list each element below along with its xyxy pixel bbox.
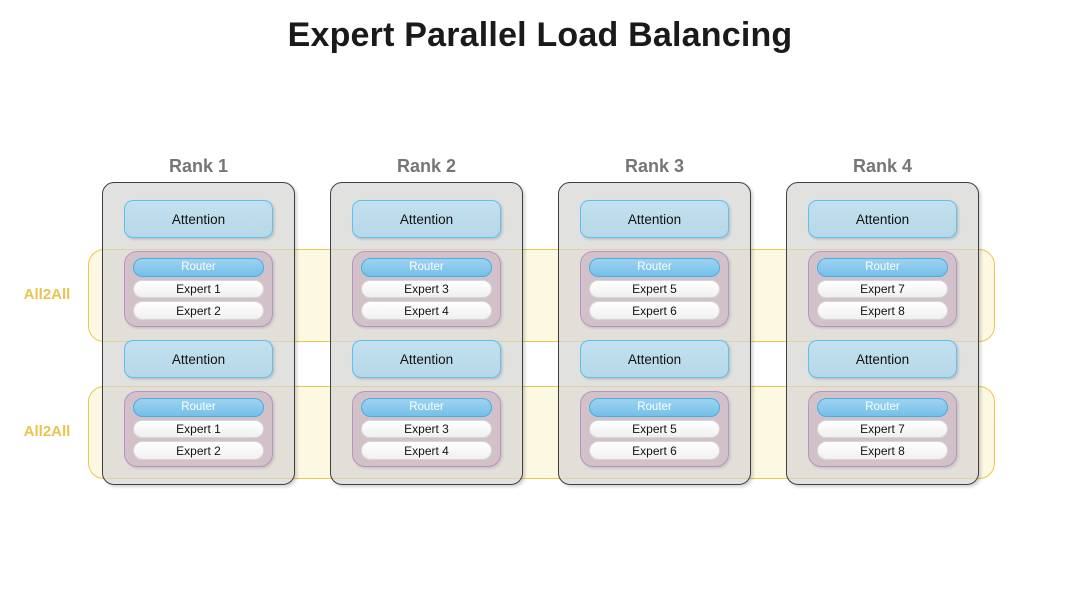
- rank-stack-2: Attention Router Expert 3 Expert 4 Atten…: [330, 182, 523, 485]
- router-block: Router: [589, 398, 720, 417]
- moe-block: Router Expert 1 Expert 2: [124, 391, 273, 467]
- attention-block: Attention: [580, 200, 729, 238]
- rank-column-3: Rank 3 Attention Router Expert 5 Expert …: [558, 156, 751, 485]
- expert-block: Expert 2: [133, 441, 264, 461]
- moe-block: Router Expert 7 Expert 8: [808, 251, 957, 327]
- rank-stack-1: Attention Router Expert 1 Expert 2 Atten…: [102, 182, 295, 485]
- moe-block: Router Expert 3 Expert 4: [352, 391, 501, 467]
- expert-block: Expert 5: [589, 419, 720, 439]
- moe-block: Router Expert 7 Expert 8: [808, 391, 957, 467]
- moe-block: Router Expert 5 Expert 6: [580, 251, 729, 327]
- moe-block: Router Expert 3 Expert 4: [352, 251, 501, 327]
- expert-block: Expert 1: [133, 279, 264, 299]
- rank-column-4: Rank 4 Attention Router Expert 7 Expert …: [786, 156, 979, 485]
- expert-block: Expert 7: [817, 279, 948, 299]
- expert-block: Expert 2: [133, 301, 264, 321]
- rank-stack-3: Attention Router Expert 5 Expert 6 Atten…: [558, 182, 751, 485]
- expert-block: Expert 8: [817, 301, 948, 321]
- rank-label-4: Rank 4: [852, 156, 913, 176]
- rank-column-1: Rank 1 Attention Router Expert 1 Expert …: [102, 156, 295, 485]
- expert-block: Expert 8: [817, 441, 948, 461]
- expert-block: Expert 1: [133, 419, 264, 439]
- expert-block: Expert 4: [361, 301, 492, 321]
- expert-block: Expert 6: [589, 301, 720, 321]
- attention-block: Attention: [124, 340, 273, 378]
- expert-block: Expert 4: [361, 441, 492, 461]
- rank-column-2: Rank 2 Attention Router Expert 3 Expert …: [330, 156, 523, 485]
- expert-block: Expert 7: [817, 419, 948, 439]
- attention-block: Attention: [352, 200, 501, 238]
- attention-block: Attention: [124, 200, 273, 238]
- rank-label-3: Rank 3: [624, 156, 685, 176]
- attention-block: Attention: [808, 200, 957, 238]
- attention-block: Attention: [352, 340, 501, 378]
- rank-stack-4: Attention Router Expert 7 Expert 8 Atten…: [786, 182, 979, 485]
- attention-block: Attention: [580, 340, 729, 378]
- expert-block: Expert 3: [361, 279, 492, 299]
- all2all-label-layer-1: All2All: [23, 286, 71, 303]
- attention-block: Attention: [808, 340, 957, 378]
- page-title: Expert Parallel Load Balancing: [287, 16, 793, 54]
- expert-block: Expert 6: [589, 441, 720, 461]
- moe-block: Router Expert 1 Expert 2: [124, 251, 273, 327]
- rank-label-2: Rank 2: [396, 156, 457, 176]
- router-block: Router: [589, 258, 720, 277]
- router-block: Router: [817, 258, 948, 277]
- router-block: Router: [133, 258, 264, 277]
- router-block: Router: [361, 258, 492, 277]
- expert-block: Expert 3: [361, 419, 492, 439]
- rank-label-1: Rank 1: [168, 156, 229, 176]
- router-block: Router: [817, 398, 948, 417]
- moe-block: Router Expert 5 Expert 6: [580, 391, 729, 467]
- all2all-label-layer-2: All2All: [23, 423, 71, 440]
- expert-block: Expert 5: [589, 279, 720, 299]
- router-block: Router: [133, 398, 264, 417]
- router-block: Router: [361, 398, 492, 417]
